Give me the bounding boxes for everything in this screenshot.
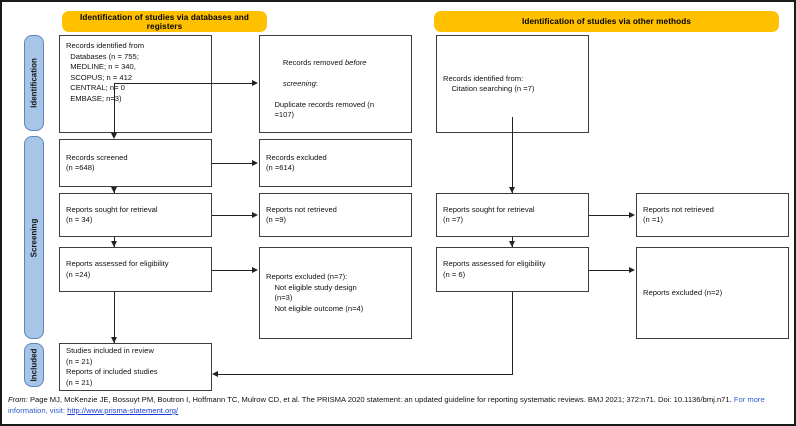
records-removed-line1-italic: before xyxy=(344,57,367,67)
caption-note: For more information, visit: xyxy=(8,395,765,415)
arrowhead-to-reports-assessed-left xyxy=(110,241,117,247)
records-screened-text: Records screened (n =648) xyxy=(66,152,128,173)
banner-other-label: Identification of studies via other meth… xyxy=(522,17,691,26)
connector-assessed-down-left xyxy=(114,292,115,343)
arrowhead-to-records-screened xyxy=(110,133,117,139)
box-records-identified-from-databases: Records identified from Databases (n = 7… xyxy=(59,35,212,133)
arrowhead-to-reports-not-retrieved-right xyxy=(629,211,635,218)
records-removed-line2-post: : xyxy=(315,78,318,88)
arrowhead-to-records-excluded xyxy=(252,159,258,166)
records-identified-other-text: Records identified from: Citation search… xyxy=(443,73,535,94)
box-records-removed-before-screening: Records removed before screening: Duplic… xyxy=(259,35,412,133)
reports-sought-left-text: Reports sought for retrieval (n = 34) xyxy=(66,204,158,225)
phase-identification: Identification xyxy=(24,35,44,131)
reports-excluded-right-text: Reports excluded (n=2) xyxy=(643,287,723,297)
banner-other-methods: Identification of studies via other meth… xyxy=(434,11,779,32)
box-reports-sought-databases: Reports sought for retrieval (n = 34) xyxy=(59,193,212,237)
arrowhead-to-reports-not-retrieved-left xyxy=(252,211,258,218)
studies-included-text: Studies included in review (n = 21) Repo… xyxy=(66,346,158,387)
connector-identified-down xyxy=(114,83,115,133)
prisma-statement-link[interactable]: http://www.prisma-statement.org/ xyxy=(67,406,179,415)
connector-sought-to-not-retrieved-left xyxy=(212,215,253,216)
box-reports-assessed-databases: Reports assessed for eligibility (n =24) xyxy=(59,247,212,292)
reports-excluded-left-text: Reports excluded (n=7): Not eligible stu… xyxy=(266,272,364,313)
reports-not-retrieved-left-text: Reports not retrieved (n =9) xyxy=(266,204,337,225)
arrowhead-into-studies-included-from-other xyxy=(212,370,218,377)
banner-databases-and-registers: Identification of studies via databases … xyxy=(62,11,267,32)
records-removed-duplicates: Duplicate records removed (n =107) xyxy=(274,99,375,120)
box-reports-not-retrieved-other: Reports not retrieved (n =1) xyxy=(636,193,789,237)
connector-assessed-to-excluded-left xyxy=(212,270,253,271)
records-removed-line2-italic: screening xyxy=(282,78,316,88)
reports-assessed-left-text: Reports assessed for eligibility (n =24) xyxy=(66,259,169,279)
connector-sought-to-not-retrieved-right xyxy=(589,215,630,216)
arrowhead-to-reports-excluded-right xyxy=(629,266,635,273)
phase-identification-label: Identification xyxy=(29,58,39,108)
phase-screening-label: Screening xyxy=(29,218,39,257)
records-identified-text: Records identified from Databases (n = 7… xyxy=(66,41,145,103)
banner-databases-label: Identification of studies via databases … xyxy=(80,12,249,31)
connector-identified-to-removed xyxy=(114,83,253,84)
box-reports-excluded-databases: Reports excluded (n=7): Not eligible stu… xyxy=(259,247,412,339)
connector-screened-to-excluded xyxy=(212,163,253,164)
arrowhead-to-studies-included xyxy=(110,337,117,343)
phase-included: Included xyxy=(24,343,44,387)
connector-assessed-right-down-elbow xyxy=(512,292,513,374)
box-reports-not-retrieved-databases: Reports not retrieved (n =9) xyxy=(259,193,412,237)
arrowhead-to-reports-sought-left xyxy=(110,187,117,193)
arrowhead-to-records-removed xyxy=(252,79,258,86)
caption-from-label: From: xyxy=(8,395,28,404)
arrowhead-to-reports-excluded-left xyxy=(252,266,258,273)
arrowhead-to-reports-sought-right xyxy=(508,187,515,193)
records-excluded-text: Records excluded (n =614) xyxy=(266,152,327,173)
reports-assessed-right-text: Reports assessed for eligibility (n = 6) xyxy=(443,259,546,279)
reports-not-retrieved-right-text: Reports not retrieved (n =1) xyxy=(643,204,714,225)
connector-assessed-to-excluded-right xyxy=(589,270,630,271)
box-records-identified-citation-searching: Records identified from: Citation search… xyxy=(436,35,589,133)
connector-citation-down xyxy=(512,117,513,193)
box-reports-excluded-other: Reports excluded (n=2) xyxy=(636,247,789,339)
box-studies-included-in-review: Studies included in review (n = 21) Repo… xyxy=(59,343,212,391)
records-removed-line1-pre: Records removed xyxy=(282,57,345,67)
caption: From: Page MJ, McKenzie JE, Bossuyt PM, … xyxy=(8,394,790,416)
connector-assessed-right-to-included xyxy=(218,374,513,375)
box-reports-assessed-other: Reports assessed for eligibility (n = 6) xyxy=(436,247,589,292)
phase-included-label: Included xyxy=(29,348,39,382)
caption-citation: Page MJ, McKenzie JE, Bossuyt PM, Boutro… xyxy=(29,395,732,404)
phase-screening: Screening xyxy=(24,136,44,339)
reports-sought-right-text: Reports sought for retrieval (n =7) xyxy=(443,204,535,225)
box-records-excluded: Records excluded (n =614) xyxy=(259,139,412,187)
box-reports-sought-other: Reports sought for retrieval (n =7) xyxy=(436,193,589,237)
arrowhead-to-reports-assessed-right xyxy=(508,241,515,247)
box-records-screened: Records screened (n =648) xyxy=(59,139,212,187)
